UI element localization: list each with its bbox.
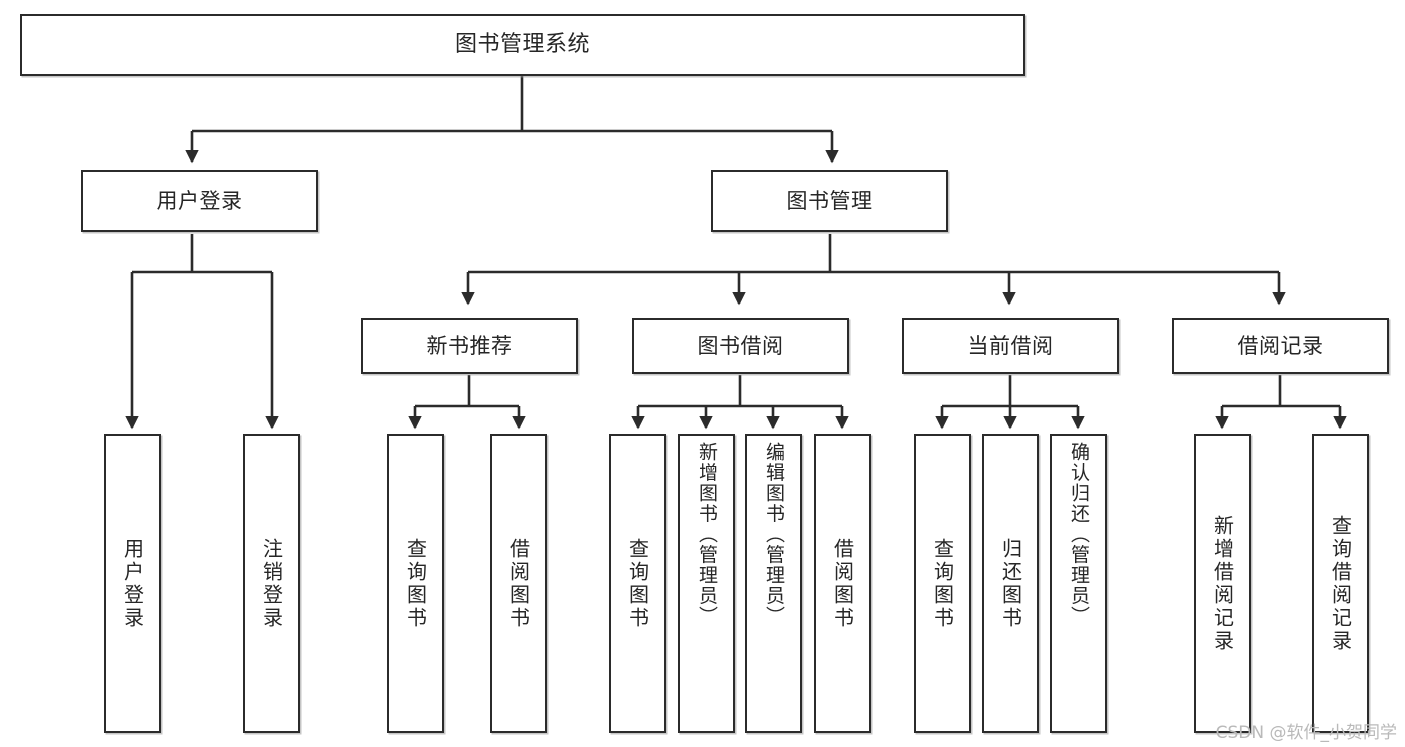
leaf-query-borrow-record-label: 查询借阅记录 xyxy=(1328,514,1353,653)
leaf-return-book-label: 归还图书 xyxy=(998,537,1023,630)
leaf-logout-login[interactable]: 注销登录 xyxy=(243,434,300,733)
node-new-book-recommend-label: 新书推荐 xyxy=(426,333,513,358)
node-book-management-label: 图书管理 xyxy=(786,188,873,213)
node-user-login-label: 用户登录 xyxy=(156,188,243,213)
node-borrow-record-label: 借阅记录 xyxy=(1237,333,1324,358)
node-book-management[interactable]: 图书管理 xyxy=(711,170,948,232)
node-root-label: 图书管理系统 xyxy=(454,32,590,58)
node-new-book-recommend[interactable]: 新书推荐 xyxy=(361,318,578,374)
leaf-logout-login-label: 注销登录 xyxy=(259,537,284,630)
leaf-add-book-admin-label: 新增图书（管理员） xyxy=(695,442,718,627)
node-current-borrow[interactable]: 当前借阅 xyxy=(902,318,1119,374)
leaf-query-book-2-label: 查询图书 xyxy=(625,537,650,630)
node-root[interactable]: 图书管理系统 xyxy=(20,14,1025,76)
watermark-text: CSDN @软件_小贺同学 xyxy=(1215,723,1397,743)
leaf-edit-book-admin[interactable]: 编辑图书（管理员） xyxy=(745,434,802,733)
leaf-confirm-return-admin[interactable]: 确认归还（管理员） xyxy=(1050,434,1107,733)
leaf-borrow-book-1[interactable]: 借阅图书 xyxy=(490,434,547,733)
leaf-user-login[interactable]: 用户登录 xyxy=(104,434,161,733)
node-book-borrow-label: 图书借阅 xyxy=(697,333,784,358)
leaf-borrow-book-2-label: 借阅图书 xyxy=(830,537,855,630)
leaf-query-book-3-label: 查询图书 xyxy=(930,537,955,630)
node-user-login[interactable]: 用户登录 xyxy=(81,170,318,232)
leaf-confirm-return-admin-label: 确认归还（管理员） xyxy=(1067,442,1090,627)
leaf-user-login-label: 用户登录 xyxy=(120,537,145,630)
node-current-borrow-label: 当前借阅 xyxy=(967,333,1054,358)
leaf-add-book-admin[interactable]: 新增图书（管理员） xyxy=(678,434,735,733)
leaf-add-borrow-record-label: 新增借阅记录 xyxy=(1210,514,1235,653)
leaf-return-book[interactable]: 归还图书 xyxy=(982,434,1039,733)
leaf-add-borrow-record[interactable]: 新增借阅记录 xyxy=(1194,434,1251,733)
node-book-borrow[interactable]: 图书借阅 xyxy=(632,318,849,374)
leaf-query-book-3[interactable]: 查询图书 xyxy=(914,434,971,733)
node-borrow-record[interactable]: 借阅记录 xyxy=(1172,318,1389,374)
leaf-edit-book-admin-label: 编辑图书（管理员） xyxy=(762,442,785,627)
leaf-borrow-book-2[interactable]: 借阅图书 xyxy=(814,434,871,733)
leaf-query-book-1[interactable]: 查询图书 xyxy=(387,434,444,733)
leaf-query-book-1-label: 查询图书 xyxy=(403,537,428,630)
leaf-query-book-2[interactable]: 查询图书 xyxy=(609,434,666,733)
leaf-query-borrow-record[interactable]: 查询借阅记录 xyxy=(1312,434,1369,733)
leaf-borrow-book-1-label: 借阅图书 xyxy=(506,537,531,630)
